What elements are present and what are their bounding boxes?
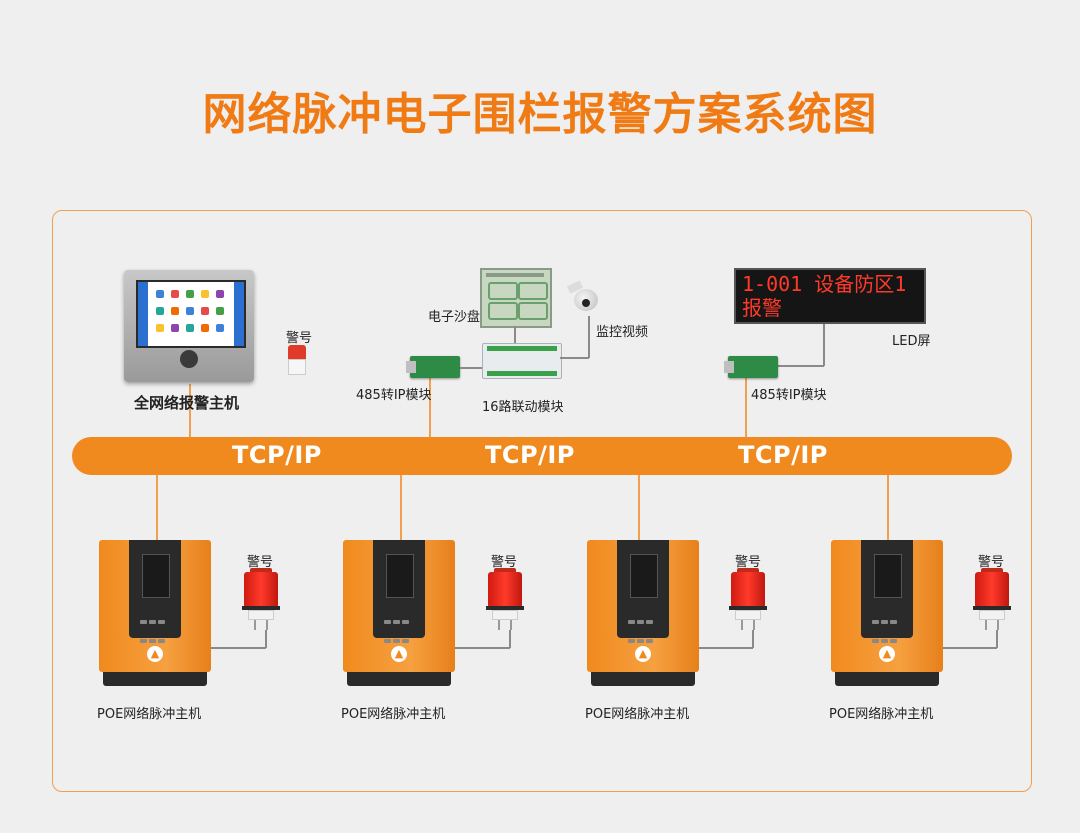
- wire-siren-3: [699, 647, 753, 649]
- bus-label-1: TCP/IP: [232, 441, 322, 469]
- right-module-label: 485转IP模块: [751, 388, 827, 403]
- host-screen: [136, 280, 246, 348]
- poe-host-2-label: POE网络脉冲主机: [341, 707, 446, 722]
- led-screen: 1-001 设备防区1 报警: [734, 268, 926, 324]
- camera-label: 监控视频: [596, 325, 649, 340]
- right-module-connector-line: [745, 378, 747, 437]
- poe-4-connector-line: [887, 475, 889, 540]
- poe-alarm-3-label: 警号: [735, 555, 762, 570]
- linkage-module-label: 16路联动模块: [482, 400, 564, 415]
- wire-camera-linkage-h: [560, 357, 589, 359]
- wire-siren-3-v: [752, 630, 754, 648]
- bus-label-3: TCP/IP: [738, 441, 828, 469]
- led-line-2: 报警: [742, 296, 782, 320]
- right-485-ip-module: [724, 356, 778, 378]
- bus-label-2: TCP/IP: [485, 441, 575, 469]
- tcp-ip-bus: [72, 437, 1012, 475]
- wire-siren-1-v: [265, 630, 267, 648]
- poe-alarm-1-label: 警号: [247, 555, 274, 570]
- wire-siren-4-v: [996, 630, 998, 648]
- poe-3-connector-line: [638, 475, 640, 540]
- network-alarm-host: [124, 270, 254, 382]
- host-connector-line: [189, 384, 191, 437]
- left-485-ip-module: [406, 356, 460, 378]
- poe-host-1-label: POE网络脉冲主机: [97, 707, 202, 722]
- wire-siren-1: [211, 647, 266, 649]
- host-label: 全网络报警主机: [134, 394, 240, 412]
- wire-siren-4: [943, 647, 997, 649]
- camera-icon: [566, 280, 604, 313]
- poe-host-2: ▲: [343, 540, 455, 686]
- diagram-title: 网络脉冲电子围栏报警方案系统图: [202, 89, 878, 140]
- brand-logo-icon: ▲: [635, 646, 651, 662]
- wire-camera-linkage: [588, 316, 590, 358]
- poe-host-3: ▲: [587, 540, 699, 686]
- wire-siren-2: [455, 647, 510, 649]
- wire-module-linkage: [460, 367, 482, 369]
- siren-icon: [973, 568, 1011, 630]
- led-line-1: 1-001 设备防区1: [742, 272, 907, 296]
- sand-table-label: 电子沙盘: [428, 310, 481, 325]
- wire-led-module: [823, 324, 825, 366]
- poe-host-4: ▲: [831, 540, 943, 686]
- wire-siren-2-v: [509, 630, 511, 648]
- host-siren-icon: [288, 345, 306, 377]
- linkage-module-16ch: [482, 343, 562, 379]
- wire-sand-linkage: [514, 326, 516, 343]
- left-module-label: 485转IP模块: [356, 388, 432, 403]
- poe-1-connector-line: [156, 475, 158, 540]
- poe-host-1: ▲: [99, 540, 211, 686]
- sand-table-icon: [480, 268, 552, 328]
- wire-led-module-h: [777, 365, 824, 367]
- siren-icon: [729, 568, 767, 630]
- brand-logo-icon: ▲: [147, 646, 163, 662]
- led-label: LED屏: [892, 334, 931, 349]
- host-alarm-label: 警号: [286, 331, 313, 346]
- poe-host-4-label: POE网络脉冲主机: [829, 707, 934, 722]
- left-module-connector-line: [429, 378, 431, 437]
- poe-host-3-label: POE网络脉冲主机: [585, 707, 690, 722]
- brand-logo-icon: ▲: [879, 646, 895, 662]
- poe-alarm-4-label: 警号: [978, 555, 1005, 570]
- fan-icon: [180, 350, 198, 368]
- poe-alarm-2-label: 警号: [491, 555, 518, 570]
- poe-2-connector-line: [400, 475, 402, 540]
- siren-icon: [242, 568, 280, 630]
- brand-logo-icon: ▲: [391, 646, 407, 662]
- siren-icon: [486, 568, 524, 630]
